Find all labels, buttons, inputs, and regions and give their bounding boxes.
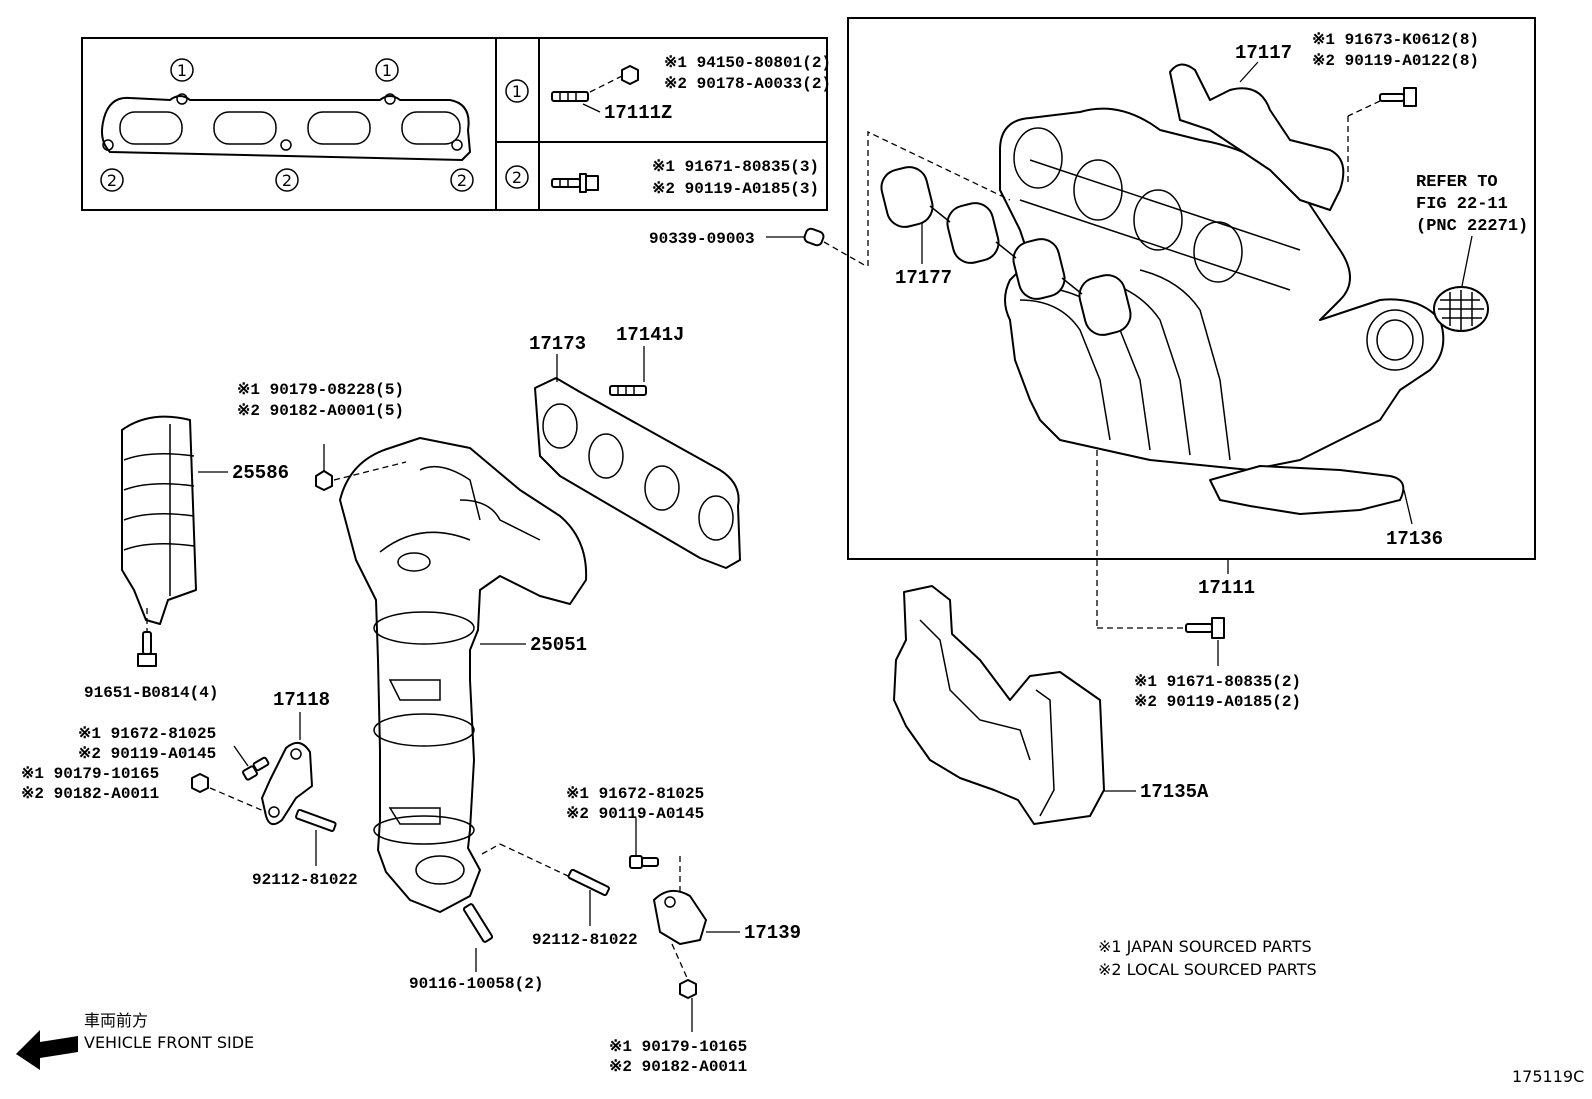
gasket-callout-1a: 1 (170, 58, 194, 82)
intake-manifold-drawing (999, 63, 1489, 515)
part-90339-label: 90339-09003 (649, 230, 755, 248)
converter-clamp-drawing (653, 889, 707, 945)
manifold-nut-icon (315, 444, 407, 491)
refer-to-line-2: FIG 22-11 (1416, 195, 1508, 214)
gasket-callout-2a: 2 (100, 168, 124, 192)
bracket-bolt-note-b: ※2 90119-A0145 (78, 745, 216, 763)
part-25051-label: 25051 (530, 634, 587, 656)
svg-text:1: 1 (177, 61, 187, 80)
row1-note-b: ※2 90178-A0033(2) (664, 75, 831, 93)
part-17111-label: 17111 (1198, 577, 1255, 599)
intake-insulator-drawing (893, 585, 1105, 825)
intake-bolt-icon (1347, 87, 1417, 186)
stud-92112-left-icon (295, 808, 337, 866)
bracket-nut-icon (191, 773, 267, 813)
clamp-nut-icon (671, 943, 697, 1032)
intake-bolt-note-a: ※1 91673-K0612(8) (1312, 31, 1479, 49)
part-17141J-label: 17141J (616, 324, 684, 346)
flange-bolt-icon (551, 173, 599, 193)
bracket-bolt-icon (233, 745, 270, 781)
figure-id: 175119C (1512, 1067, 1584, 1086)
row-marker-2: 2 (505, 165, 529, 189)
svg-text:2: 2 (457, 171, 467, 190)
part-17135A-label: 17135A (1140, 781, 1209, 803)
refer-to-line-1: REFER TO (1416, 173, 1498, 192)
part-17117-label: 17117 (1235, 42, 1292, 64)
part-17177-label: 17177 (895, 267, 952, 289)
manifold-bracket-drawing (261, 741, 313, 826)
stud-92112-right-icon (481, 843, 610, 926)
row2-note-b: ※2 90119-A0185(3) (652, 180, 819, 198)
part-17173-label: 17173 (529, 333, 586, 355)
part-17139-label: 17139 (744, 922, 801, 944)
svg-text:1: 1 (512, 82, 522, 101)
exhaust-manifold-drawing (339, 437, 588, 913)
manifold-nut-note-a: ※1 90179-08228(5) (237, 381, 404, 399)
clamp-nut-note-b: ※2 90182-A0011 (609, 1058, 747, 1076)
clamp-nut-note-a: ※1 90179-10165 (609, 1038, 747, 1056)
insulator-bolt-icon (137, 608, 157, 667)
part-91651-label: 91651-B0814(4) (84, 684, 218, 702)
svg-text:2: 2 (282, 171, 292, 190)
part-92112-left-label: 92112-81022 (252, 871, 358, 889)
stud-bolt-icon (551, 65, 639, 113)
intake-manifold-group: 17117 ※1 91673-K0612(8) ※2 90119-A0122(8… (847, 17, 1536, 560)
svg-text:2: 2 (512, 168, 522, 187)
vehicle-front-arrow-icon (16, 1030, 78, 1070)
refer-to-line-3: (PNC 22271) (1416, 217, 1528, 236)
bracket-bolt-note-a: ※1 91672-81025 (78, 725, 216, 743)
legend-japan-sourced: ※1 JAPAN SOURCED PARTS (1098, 937, 1312, 956)
part-17118-label: 17118 (273, 689, 330, 711)
row-marker-1: 1 (505, 79, 529, 103)
gasket-callout-2c: 2 (450, 168, 474, 192)
stud-17141J-icon (609, 385, 647, 396)
bracket-nut-note-a: ※1 90179-10165 (21, 765, 159, 783)
bracket-nut-note-b: ※2 90182-A0011 (21, 785, 159, 803)
svg-text:2: 2 (107, 171, 117, 190)
clamp-bolt-note-b: ※2 90119-A0145 (566, 805, 704, 823)
legend-local-sourced: ※2 LOCAL SOURCED PARTS (1098, 960, 1317, 979)
clamp-bolt-icon (629, 818, 681, 896)
front-label-english: VEHICLE FRONT SIDE (84, 1033, 254, 1052)
row2-note-a: ※1 91671-80835(3) (652, 158, 819, 176)
row1-note-a: ※1 94150-80801(2) (664, 54, 831, 72)
gasket-drawing (101, 93, 471, 161)
part-92112-right-label: 92112-81022 (532, 931, 638, 949)
clamp-bolt-note-a: ※1 91672-81025 (566, 785, 704, 803)
svg-text:1: 1 (382, 61, 392, 80)
row1-part-number: 17111Z (604, 102, 672, 124)
gasket-callout-1b: 1 (375, 58, 399, 82)
intake-gaskets-drawing (880, 166, 1132, 336)
gasket-callout-2b: 2 (275, 168, 299, 192)
exhaust-gasket-drawing (534, 377, 741, 569)
shield-bolt-icon (1185, 617, 1225, 666)
heat-insulator-drawing (121, 415, 197, 625)
manifold-nut-note-b: ※2 90182-A0001(5) (237, 402, 404, 420)
front-label-japanese: 車両前方 (84, 1011, 148, 1030)
shield-bolt-note-a: ※1 91671-80835(2) (1134, 673, 1301, 691)
gasket-inset-table: 1 1 2 2 2 1 2 (81, 37, 831, 211)
shield-bolt-note-b: ※2 90119-A0185(2) (1134, 693, 1301, 711)
part-17136-label: 17136 (1386, 528, 1443, 550)
part-90116-label: 90116-10058(2) (409, 975, 543, 993)
part-25586-label: 25586 (232, 462, 289, 484)
intake-bolt-note-b: ※2 90119-A0122(8) (1312, 52, 1479, 70)
stud-90116-icon (462, 903, 494, 972)
sleeve-90339-icon (766, 227, 867, 267)
